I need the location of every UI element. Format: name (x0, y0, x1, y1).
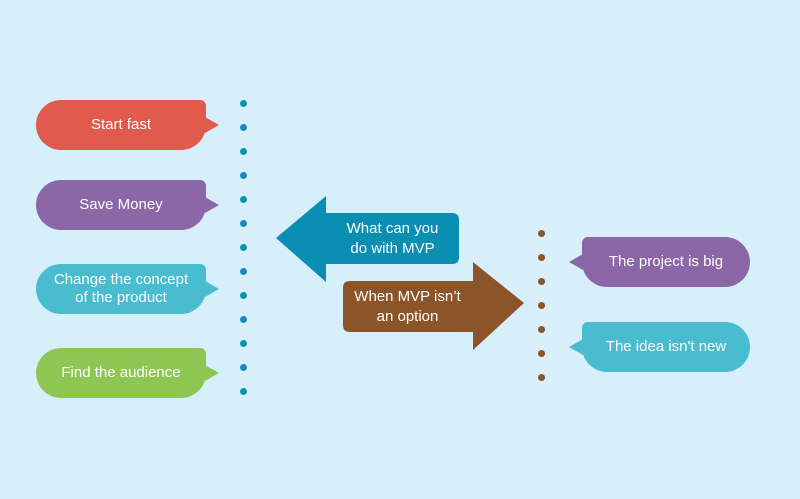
dot (538, 278, 545, 285)
bubble-label: Change the concept of the product (53, 271, 189, 306)
dot (240, 316, 247, 323)
bubble-label: The project is big (608, 253, 724, 270)
dot (538, 302, 545, 309)
right-arrow-label: When MVP isn’t an option (354, 288, 461, 325)
bubble-tail (205, 281, 219, 297)
dot (538, 230, 545, 237)
bubble-tail (205, 197, 219, 213)
dot (240, 148, 247, 155)
bubble-tail (205, 117, 219, 133)
left-arrow-shape (276, 196, 459, 282)
dot (538, 326, 545, 333)
dot (538, 374, 545, 381)
dot (240, 172, 247, 179)
dot (240, 124, 247, 131)
dot (538, 254, 545, 261)
bubble-tail (205, 365, 219, 381)
dot (240, 196, 247, 203)
dot (240, 244, 247, 251)
bubble-label: Start fast (90, 116, 152, 133)
bubble-tail (569, 339, 583, 355)
dot (538, 350, 545, 357)
bubble-save-money: Save Money (36, 180, 219, 230)
bubble-change-concept: Change the concept of the product (36, 264, 219, 314)
bubble-label: Find the audience (61, 364, 181, 381)
dot (240, 268, 247, 275)
dot (240, 220, 247, 227)
bubble-find-audience: Find the audience (36, 348, 219, 398)
dot (240, 364, 247, 371)
bubble-project-big: The project is big (569, 237, 750, 287)
bubble-label: The idea isn't new (605, 338, 727, 355)
dot (240, 388, 247, 395)
left-arrow-label: What can you do with MVP (346, 220, 439, 257)
right-arrow-shape (343, 262, 524, 350)
dot (240, 340, 247, 347)
dot (240, 292, 247, 299)
dot (240, 100, 247, 107)
bubble-start-fast: Start fast (36, 100, 219, 150)
bubble-tail (569, 254, 583, 270)
bubble-idea-not-new: The idea isn't new (569, 322, 750, 372)
bubble-label: Save Money (79, 196, 163, 213)
